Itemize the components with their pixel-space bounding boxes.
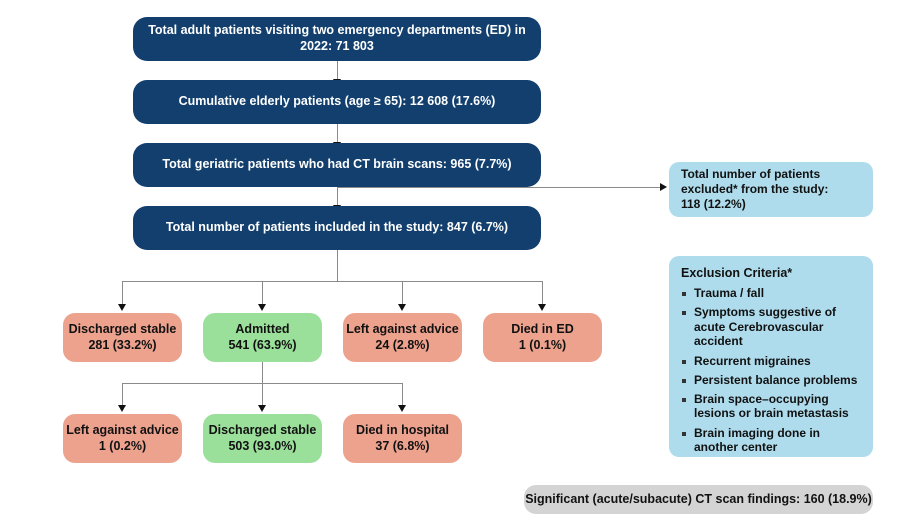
arrowhead-admitted-died [397, 405, 406, 412]
node-significant-ct-findings-label: Significant (acute/subacute) CT scan fin… [525, 491, 872, 506]
node-admitted-discharged-stable-title: Discharged stable [208, 422, 317, 437]
node-excluded-line-1: Total number of patients [681, 167, 821, 181]
exclusion-criteria-item: Trauma / fall [681, 286, 861, 301]
arrowhead-ct-to-excluded [660, 183, 667, 191]
node-admitted-left-against-advice-title: Left against advice [66, 422, 179, 437]
node-admitted-left-against-advice: Left against advice 1 (0.2%) [63, 414, 182, 463]
node-outcome-discharged-stable-title: Discharged stable [68, 321, 177, 336]
arrowhead-died-ed [537, 304, 546, 311]
connector-drop-admitted [262, 281, 263, 305]
arrowhead-admitted-left-advice [117, 405, 126, 412]
arrowhead-left-advice [397, 304, 406, 311]
connector-ct-to-included [337, 187, 338, 209]
node-outcome-left-against-advice-title: Left against advice [346, 321, 459, 336]
node-included-in-study: Total number of patients included in the… [133, 206, 541, 250]
node-excluded-line-2: excluded* from the study: [681, 182, 829, 196]
node-admitted-discharged-stable-value: 503 (93.0%) [228, 438, 297, 453]
connector-ct-to-excluded-horizontal [337, 187, 662, 188]
node-outcome-left-against-advice: Left against advice 24 (2.8%) [343, 313, 462, 362]
node-outcome-discharged-stable-value: 281 (33.2%) [88, 337, 157, 352]
connector-included-stem [337, 250, 338, 281]
arrowhead-admitted-discharged [257, 405, 266, 412]
node-included-in-study-label: Total number of patients included in the… [165, 220, 509, 235]
node-excluded-line-3: 118 (12.2%) [681, 197, 746, 211]
exclusion-criteria-item: Symptoms suggestive of acute Cerebrovasc… [681, 305, 861, 349]
connector-drop-left-advice [402, 281, 403, 305]
node-outcome-admitted: Admitted 541 (63.9%) [203, 313, 322, 362]
connector-drop-discharged [122, 281, 123, 305]
exclusion-criteria-title: Exclusion Criteria* [681, 266, 793, 280]
connector-drop-admitted-left-advice [122, 383, 123, 406]
exclusion-criteria-item: Brain imaging done in another center [681, 426, 861, 455]
node-outcome-admitted-title: Admitted [235, 321, 290, 336]
node-admitted-left-against-advice-value: 1 (0.2%) [98, 438, 147, 453]
node-admitted-discharged-stable: Discharged stable 503 (93.0%) [203, 414, 322, 463]
node-cumulative-elderly-patients-label: Cumulative elderly patients (age ≥ 65): … [178, 94, 496, 109]
node-ct-brain-scans: Total geriatric patients who had CT brai… [133, 143, 541, 187]
node-cumulative-elderly-patients: Cumulative elderly patients (age ≥ 65): … [133, 80, 541, 124]
node-ct-brain-scans-label: Total geriatric patients who had CT brai… [162, 157, 512, 172]
arrowhead-discharged [117, 304, 126, 311]
exclusion-criteria-panel: Exclusion Criteria* Trauma / fall Sympto… [669, 256, 873, 457]
node-outcome-admitted-value: 541 (63.9%) [228, 337, 297, 352]
exclusion-criteria-item: Recurrent migraines [681, 354, 861, 369]
connector-drop-admitted-died [402, 383, 403, 406]
node-admitted-died-in-hospital: Died in hospital 37 (6.8%) [343, 414, 462, 463]
node-outcome-left-against-advice-value: 24 (2.8%) [375, 337, 430, 352]
node-outcome-died-in-ed: Died in ED 1 (0.1%) [483, 313, 602, 362]
connector-drop-admitted-discharged [262, 383, 263, 406]
exclusion-criteria-list: Trauma / fall Symptoms suggestive of acu… [681, 286, 861, 455]
exclusion-criteria-item: Brain space–occupying lesions or brain m… [681, 392, 861, 421]
node-excluded-from-study: Total number of patients excluded* from … [669, 162, 873, 217]
arrowhead-admitted [257, 304, 266, 311]
node-outcome-discharged-stable: Discharged stable 281 (33.2%) [63, 313, 182, 362]
node-outcome-died-in-ed-value: 1 (0.1%) [518, 337, 567, 352]
connector-total-to-elderly [337, 61, 338, 83]
connector-admitted-stem [262, 362, 263, 383]
connector-drop-died-ed [542, 281, 543, 305]
node-outcome-died-in-ed-title: Died in ED [511, 321, 574, 336]
connector-elderly-to-ct [337, 124, 338, 146]
node-admitted-died-in-hospital-value: 37 (6.8%) [375, 438, 430, 453]
exclusion-criteria-item: Persistent balance problems [681, 373, 861, 388]
node-significant-ct-findings: Significant (acute/subacute) CT scan fin… [524, 485, 873, 514]
connector-outcome-busbar [122, 281, 543, 282]
node-admitted-died-in-hospital-title: Died in hospital [355, 422, 450, 437]
node-total-adult-patients: Total adult patients visiting two emerge… [133, 17, 541, 61]
node-total-adult-patients-label: Total adult patients visiting two emerge… [148, 23, 526, 53]
